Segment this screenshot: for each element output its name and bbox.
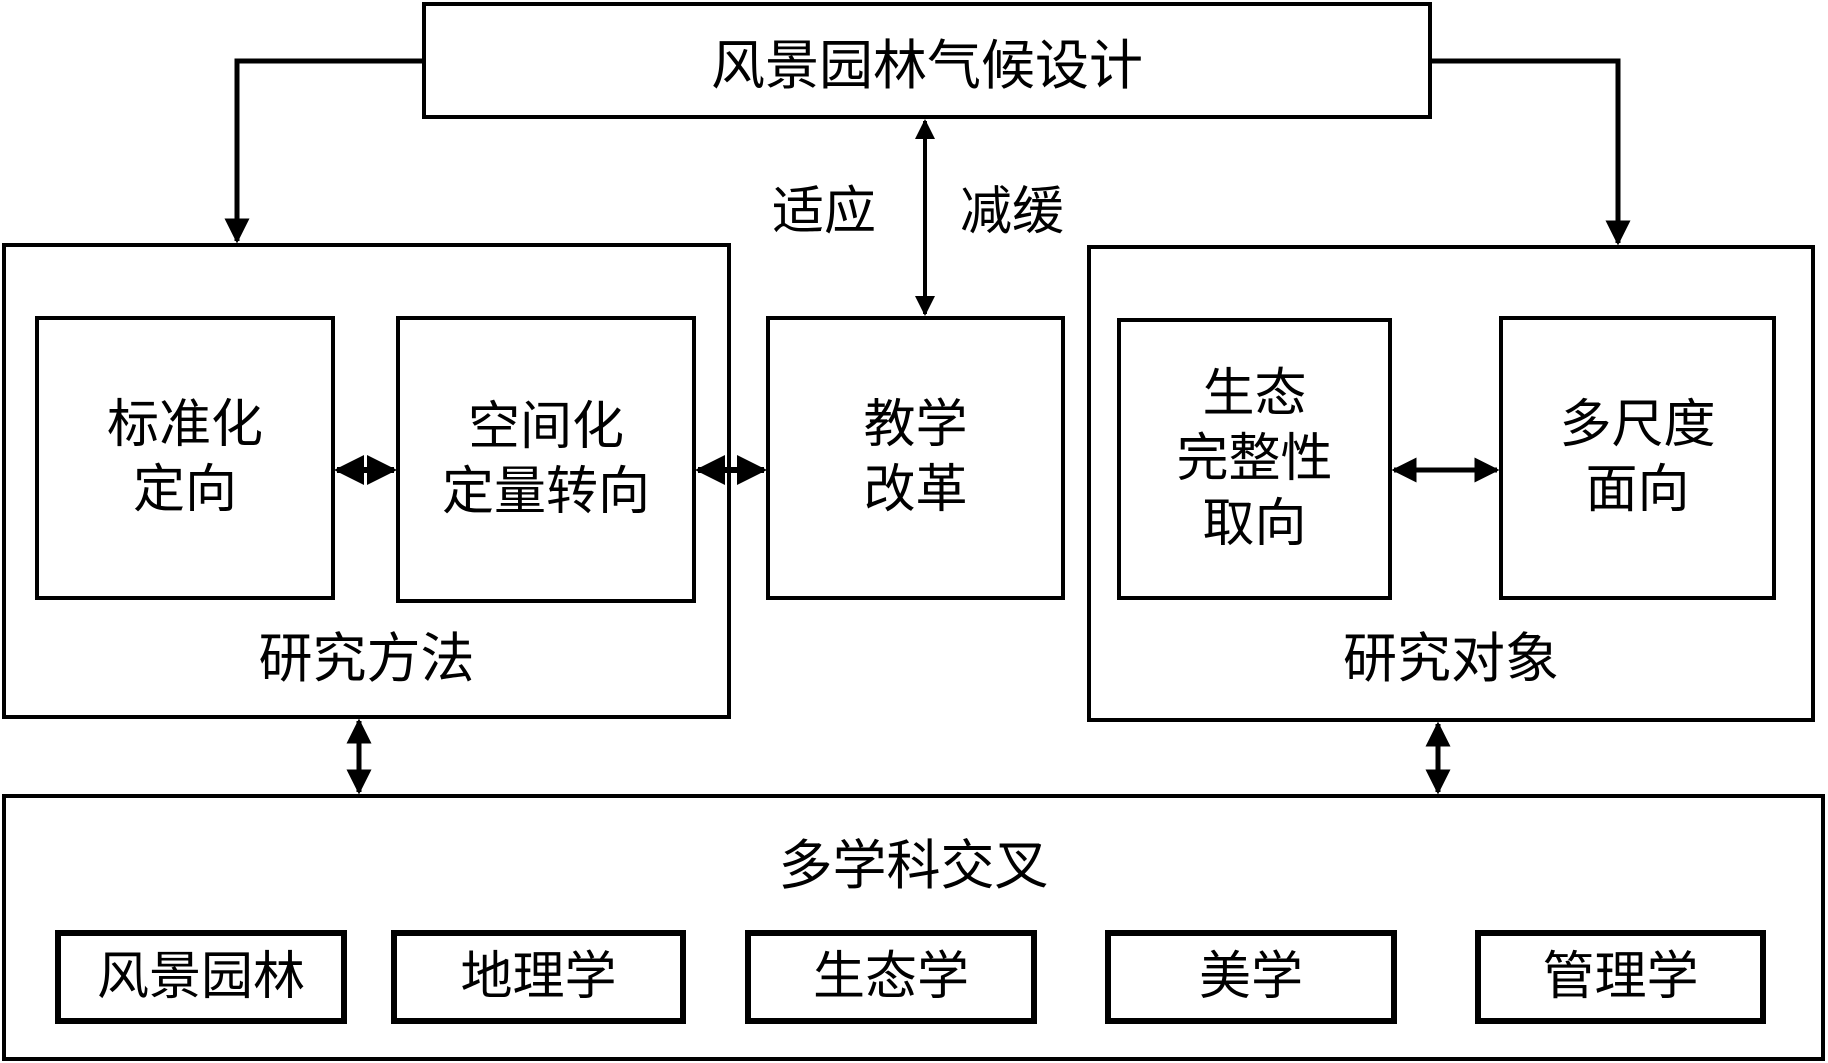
method-standardization: 标准化 定向: [35, 316, 335, 600]
discipline-label: 地理学: [460, 946, 617, 1007]
objects-label: 研究对象: [1343, 627, 1559, 690]
teaching-reform-label: 教学 改革: [863, 395, 968, 520]
discipline-label: 生态学: [812, 946, 969, 1007]
method-spatial-label: 空间化 定量转向: [441, 396, 650, 522]
interdisciplinary-label: 多学科交叉: [778, 834, 1049, 897]
object-multiscale-label: 多尺度 面向: [1559, 395, 1716, 520]
method-standardization-label: 标准化 定向: [106, 395, 263, 520]
object-ecological-label: 生态 完整性 取向: [1176, 363, 1333, 554]
arrow-title-to-objects: [1432, 58, 1631, 246]
interdisciplinary-panel: [2, 794, 1825, 1061]
title-text: 风景园林气候设计: [711, 34, 1143, 97]
discipline-geography: 地理学: [391, 930, 686, 1024]
arrow-title-to-methods: [224, 58, 422, 244]
title-box: 风景园林气候设计: [422, 2, 1432, 119]
discipline-management: 管理学: [1475, 930, 1766, 1024]
methods-label: 研究方法: [258, 627, 475, 690]
discipline-aesthetics: 美学: [1105, 930, 1397, 1024]
discipline-label: 风景园林: [96, 946, 305, 1007]
mitigate-label: 减缓: [960, 182, 1065, 242]
object-multi-scale: 多尺度 面向: [1499, 316, 1776, 600]
adapt-label: 适应: [772, 182, 877, 242]
methods-panel: [2, 243, 731, 719]
discipline-label: 管理学: [1542, 946, 1699, 1007]
objects-panel: [1087, 245, 1815, 722]
method-spatial-quantitative: 空间化 定量转向: [396, 316, 696, 603]
discipline-label: 美学: [1198, 946, 1303, 1007]
object-ecological-integrity: 生态 完整性 取向: [1117, 318, 1392, 600]
discipline-landscape: 风景园林: [55, 930, 347, 1024]
discipline-ecology: 生态学: [745, 930, 1037, 1024]
teaching-reform-box: 教学 改革: [766, 316, 1065, 600]
